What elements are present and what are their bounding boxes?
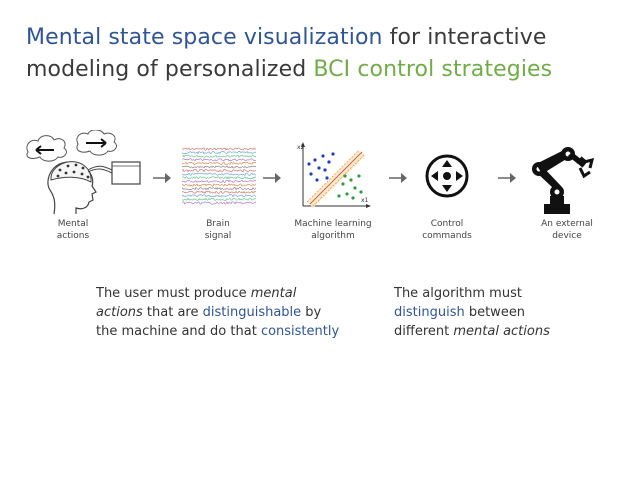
eeg-trace	[182, 197, 256, 201]
eeg-trace	[182, 161, 256, 165]
stage-label-control-commands: Control commands	[422, 219, 472, 241]
eeg-trace	[182, 154, 256, 158]
eeg-trace	[182, 158, 256, 162]
arrow-right-icon	[389, 173, 407, 183]
eeg-trace	[182, 194, 256, 198]
page-title: Mental state space visualization for int…	[26, 22, 626, 86]
arrow-right-icon	[153, 173, 171, 183]
eeg-trace	[182, 190, 256, 194]
eeg-trace	[182, 176, 256, 180]
eeg-trace	[182, 168, 256, 173]
head-with-eeg-cap-icon	[26, 130, 141, 215]
scatter-classifier-icon: x2 x1	[297, 142, 371, 208]
algorithm-requirement-note: The algorithm must distinguish between d…	[394, 286, 550, 339]
stage-label-machine-learning: Machine learning algorithm	[294, 219, 372, 241]
arrow-right-icon	[263, 173, 281, 183]
eeg-trace	[182, 165, 256, 169]
eeg-trace	[182, 172, 256, 176]
eeg-signal-icon	[182, 146, 256, 208]
robot-arm-icon	[532, 147, 595, 214]
stage-label-brain-signal: Brain signal	[204, 219, 232, 241]
eeg-trace	[182, 147, 256, 151]
eeg-trace	[182, 150, 256, 155]
stage-label-mental-actions: Mental actions	[56, 219, 90, 241]
stage-label-external-device: An external device	[541, 219, 593, 241]
arrow-right-icon	[498, 173, 516, 183]
direction-pad-icon	[425, 154, 469, 198]
title-highlight-blue: Mental state space visualization	[26, 25, 383, 50]
title-highlight-green: BCI control strategies	[313, 57, 553, 82]
eeg-trace	[182, 201, 256, 205]
axis-label-x: x1	[361, 197, 369, 204]
axis-label-y: x2	[297, 144, 305, 151]
eeg-trace	[182, 183, 256, 187]
user-requirement-note: The user must produce mental actions tha…	[96, 286, 340, 339]
eeg-trace	[182, 186, 256, 191]
title-text: for interactive modeling of personalized	[26, 25, 547, 82]
eeg-trace	[182, 179, 256, 183]
